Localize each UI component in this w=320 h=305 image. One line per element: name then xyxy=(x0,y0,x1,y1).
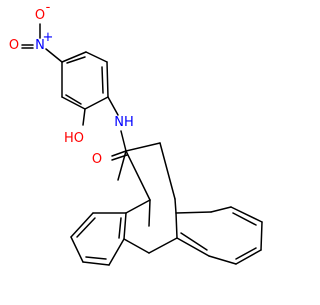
molecule-structure: O - N + O HO NH O xyxy=(9,0,263,266)
bond xyxy=(175,211,212,214)
nitro-group: O - N + O xyxy=(9,0,63,63)
left-benzene-ring xyxy=(70,212,127,266)
nitrophenyl-ring xyxy=(61,51,109,110)
hydroxyl-label: HO xyxy=(64,131,84,146)
nitro-nitrogen-label: N xyxy=(35,38,45,53)
bond xyxy=(176,237,210,257)
nitro-oxygen-anion-charge: - xyxy=(46,0,51,15)
bond xyxy=(76,217,96,238)
bond xyxy=(125,142,161,152)
bond xyxy=(175,212,178,239)
nitro-nitrogen-charge: + xyxy=(43,30,54,45)
nitro-oxygen-label: O xyxy=(9,38,19,53)
carbonyl-oxygen-label: O xyxy=(92,152,102,167)
bond xyxy=(85,256,107,260)
bond xyxy=(84,96,109,110)
bond xyxy=(66,56,86,64)
bond xyxy=(148,199,151,227)
bond xyxy=(159,142,176,200)
bond xyxy=(125,150,151,201)
bond xyxy=(235,249,262,265)
bond xyxy=(107,96,119,116)
bond xyxy=(111,150,127,157)
bond xyxy=(45,48,63,63)
bond xyxy=(210,206,232,213)
bond xyxy=(120,130,127,152)
bond xyxy=(232,212,257,226)
bond xyxy=(101,66,104,94)
hydroxyl-group: HO xyxy=(64,108,86,146)
bond xyxy=(174,198,177,214)
bond xyxy=(180,232,208,251)
bond xyxy=(125,199,151,214)
bond xyxy=(260,221,263,251)
nitro-oxygen-anion-label: O xyxy=(35,8,45,23)
bond xyxy=(61,51,87,63)
bond xyxy=(235,247,257,260)
right-benzene-ring xyxy=(175,206,263,265)
bond xyxy=(61,96,86,110)
bond xyxy=(117,150,127,181)
bond xyxy=(108,238,125,266)
bond xyxy=(70,212,94,238)
bicyclic-bridge xyxy=(117,142,178,254)
bond xyxy=(65,94,82,105)
structure-canvas: O - N + O HO NH O xyxy=(9,0,263,266)
bond xyxy=(208,255,237,265)
bond xyxy=(123,212,127,240)
bond xyxy=(148,237,178,254)
bond xyxy=(82,108,86,126)
bond xyxy=(123,238,150,254)
bond xyxy=(230,206,263,223)
amide-group: NH O xyxy=(92,96,134,167)
bond xyxy=(85,51,108,63)
bond xyxy=(82,261,110,266)
bond xyxy=(106,61,109,98)
bond xyxy=(70,236,84,263)
amide-nh-label: NH xyxy=(114,115,134,130)
bond xyxy=(118,217,122,239)
